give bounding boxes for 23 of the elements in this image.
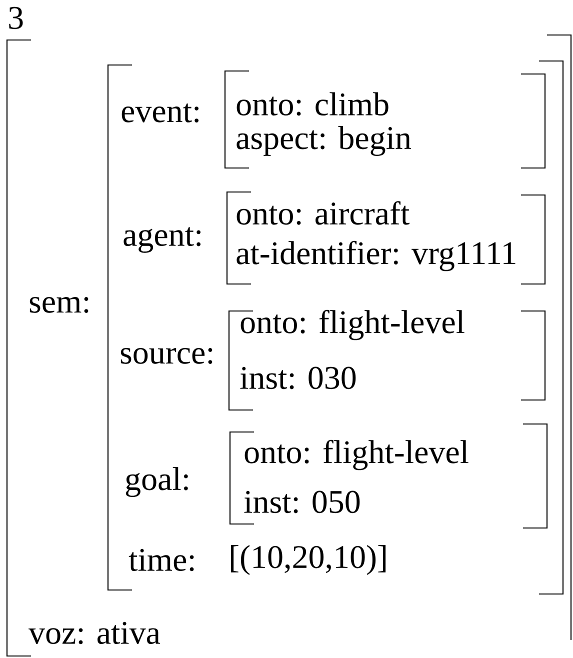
feature-text: at-identifier: vrg1111 [236,240,516,272]
feature-name: agent: [124,227,201,253]
bracket-box [107,60,564,595]
feature-text: voz: ativa [28,622,160,644]
bracket-box [229,423,548,529]
feature-name: sem: [30,297,88,313]
feature-text: inst: 050 [244,490,360,514]
bracket-box [228,310,546,411]
tag-number: 3 [9,6,23,30]
bracket-box [6,6,572,657]
feature-name: source: [120,348,212,364]
bracket-box [226,191,546,285]
feature-text: onto: flight-level [240,310,464,340]
feature-name: time: [128,548,194,572]
feature-text: aspect: begin [236,126,411,156]
bracket-box [224,70,546,169]
feature-text: onto: aircraft [236,201,410,225]
feature-text: onto: climb [236,92,388,116]
feature-text: inst: 030 [240,366,356,390]
feature-value: [(10,20,10)] [231,545,386,575]
feature-text: onto: flight-level [244,440,468,470]
feature-name: event: [122,103,199,123]
feature-name: goal: [126,466,188,497]
